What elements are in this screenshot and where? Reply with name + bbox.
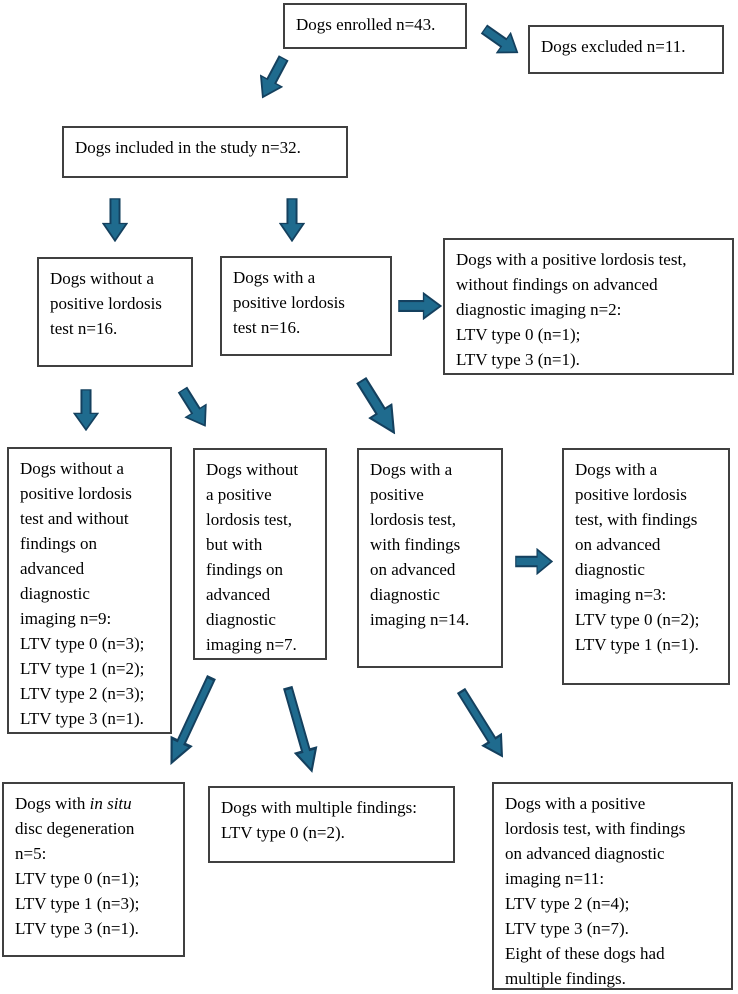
- arrow-included-to-with-icon: [279, 198, 305, 242]
- flow-box-multiple-findings: Dogs with multiple findings: LTV type 0 …: [208, 786, 455, 863]
- flow-box-negative-no-imaging: Dogs without a positive lordosis test an…: [7, 447, 172, 734]
- flow-box-dogs-excluded: Dogs excluded n=11.: [528, 25, 724, 74]
- arrow-included-to-without-icon: [102, 198, 128, 242]
- arrow-posimaging-to-11-icon: [450, 683, 514, 765]
- arrow-posimaging-to-ltv-icon: [515, 548, 553, 575]
- flow-box-positive-no-imaging: Dogs with a positive lordosis test, with…: [443, 238, 734, 375]
- flow-box-positive-imaging-11: Dogs with a positive lordosis test, with…: [492, 782, 733, 990]
- arrow-negimaging-to-insitu-icon: [159, 671, 224, 771]
- flow-box-positive-with-imaging: Dogs with a positive lordosis test, with…: [357, 448, 503, 668]
- arrow-without-to-negnoimaging-icon: [73, 389, 99, 431]
- insitu-text-rest: disc degeneration n=5: LTV type 0 (n=1);…: [15, 819, 140, 938]
- arrow-enrolled-to-included-icon: [251, 52, 296, 105]
- insitu-italic-text: in situ: [89, 794, 132, 813]
- flow-box-negative-with-imaging: Dogs without a positive lordosis test, b…: [193, 448, 327, 660]
- flow-box-dogs-enrolled: Dogs enrolled n=43.: [283, 3, 467, 49]
- arrow-negimaging-to-multiple-icon: [275, 683, 325, 777]
- arrow-with-to-noimaging-icon: [398, 292, 442, 320]
- arrow-with-to-posimaging-icon: [349, 372, 407, 441]
- flow-box-with-lordosis: Dogs with a positive lordosis test n=16.: [220, 256, 392, 356]
- flow-box-dogs-included: Dogs included in the study n=32.: [62, 126, 348, 178]
- arrow-without-to-negimaging-icon: [171, 382, 216, 433]
- insitu-text-prefix: Dogs with: [15, 794, 90, 813]
- flow-box-insitu-degeneration: Dogs with in situ disc degeneration n=5:…: [2, 782, 185, 957]
- flow-box-without-lordosis: Dogs without a positive lordosis test n=…: [37, 257, 193, 367]
- arrow-enrolled-to-excluded-icon: [476, 18, 525, 63]
- flow-box-positive-imaging-ltv: Dogs with a positive lordosis test, with…: [562, 448, 730, 685]
